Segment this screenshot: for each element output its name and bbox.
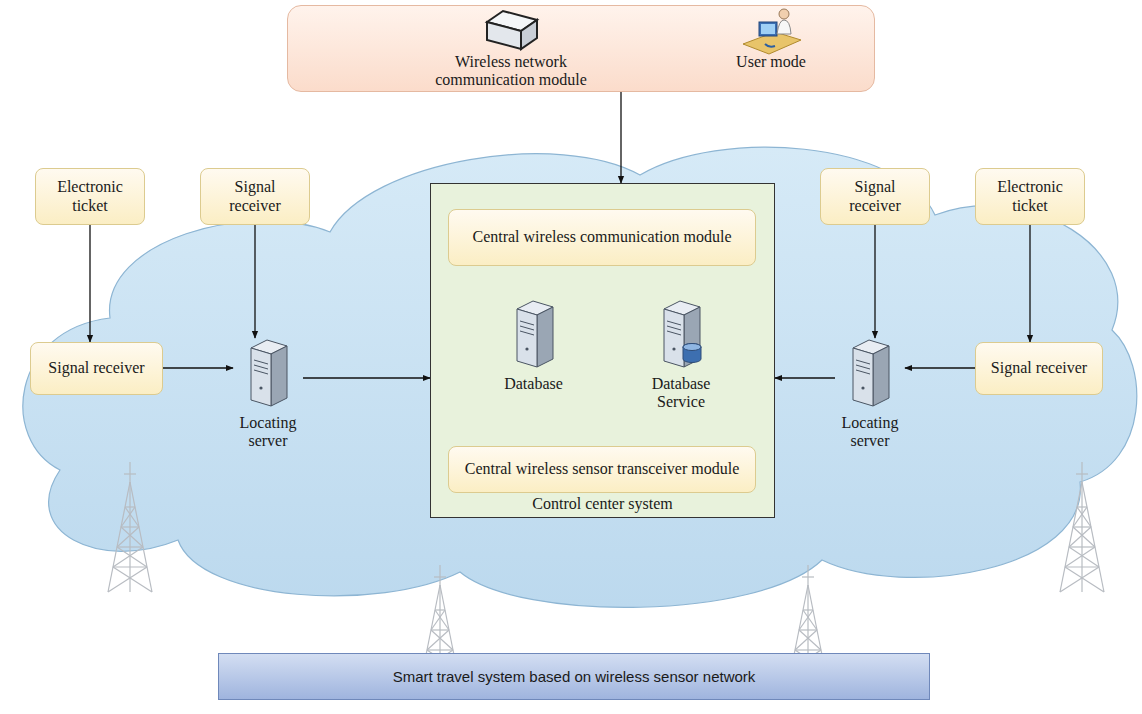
banner-text: Smart travel system based on wireless se… xyxy=(393,668,756,685)
box-label: Signal receiver xyxy=(48,359,144,377)
server-icon xyxy=(845,338,895,408)
arrow-connector xyxy=(254,225,255,338)
box-label: Signal receiver xyxy=(827,178,923,215)
radio-tower xyxy=(108,462,152,592)
server-icon xyxy=(656,299,706,369)
control-center: Control center system Central wireless co… xyxy=(430,183,775,518)
module-box: Central wireless communication module xyxy=(448,209,756,266)
box-label: Signal receiver xyxy=(207,178,303,215)
database-node: Database xyxy=(496,299,571,399)
arrow-connector xyxy=(775,377,835,378)
user-icon xyxy=(739,6,803,56)
panel-label: User mode xyxy=(711,53,831,71)
icon-label: Locating server xyxy=(233,414,303,451)
radio-tower xyxy=(1060,462,1104,592)
box-label: Electronic ticket xyxy=(982,178,1078,215)
system-banner: Smart travel system based on wireless se… xyxy=(218,653,930,700)
arrow-connector xyxy=(905,367,975,368)
arrow-connector xyxy=(163,367,233,368)
icon-label: Locating server xyxy=(835,414,905,451)
box-label: Central wireless communication module xyxy=(472,228,731,246)
module-box: Central wireless sensor transceiver modu… xyxy=(448,446,756,493)
user-panel: Wireless network communication module Use… xyxy=(287,5,875,92)
container-title: Control center system xyxy=(431,495,774,513)
box-label: Central wireless sensor transceiver modu… xyxy=(465,460,740,478)
server-icon xyxy=(243,338,293,408)
receiver-box: Signal receiver xyxy=(975,342,1103,395)
icon-label: Database xyxy=(504,375,563,393)
server-node: Locating server xyxy=(233,338,303,458)
server-icon xyxy=(509,299,559,369)
arrow-connector xyxy=(303,377,430,378)
database-service-node: Database Service xyxy=(641,299,721,424)
arrow-connector xyxy=(620,92,621,183)
cloud xyxy=(23,147,1137,607)
server-node: Locating server xyxy=(835,338,905,458)
box-label: Signal receiver xyxy=(991,359,1087,377)
panel-label: Wireless network communication module xyxy=(406,53,616,90)
arrow-connector xyxy=(874,225,875,338)
arrow-connector xyxy=(1029,225,1030,342)
ticket-box: Electronic ticket xyxy=(35,168,145,225)
receiver-box: Signal receiver xyxy=(820,168,930,225)
box-label: Electronic ticket xyxy=(42,178,138,215)
receiver-box: Signal receiver xyxy=(200,168,310,225)
module-icon xyxy=(481,8,541,52)
ticket-box: Electronic ticket xyxy=(975,168,1085,225)
receiver-box: Signal receiver xyxy=(30,342,163,395)
arrow-connector xyxy=(89,225,90,342)
icon-label: Database Service xyxy=(641,375,721,412)
